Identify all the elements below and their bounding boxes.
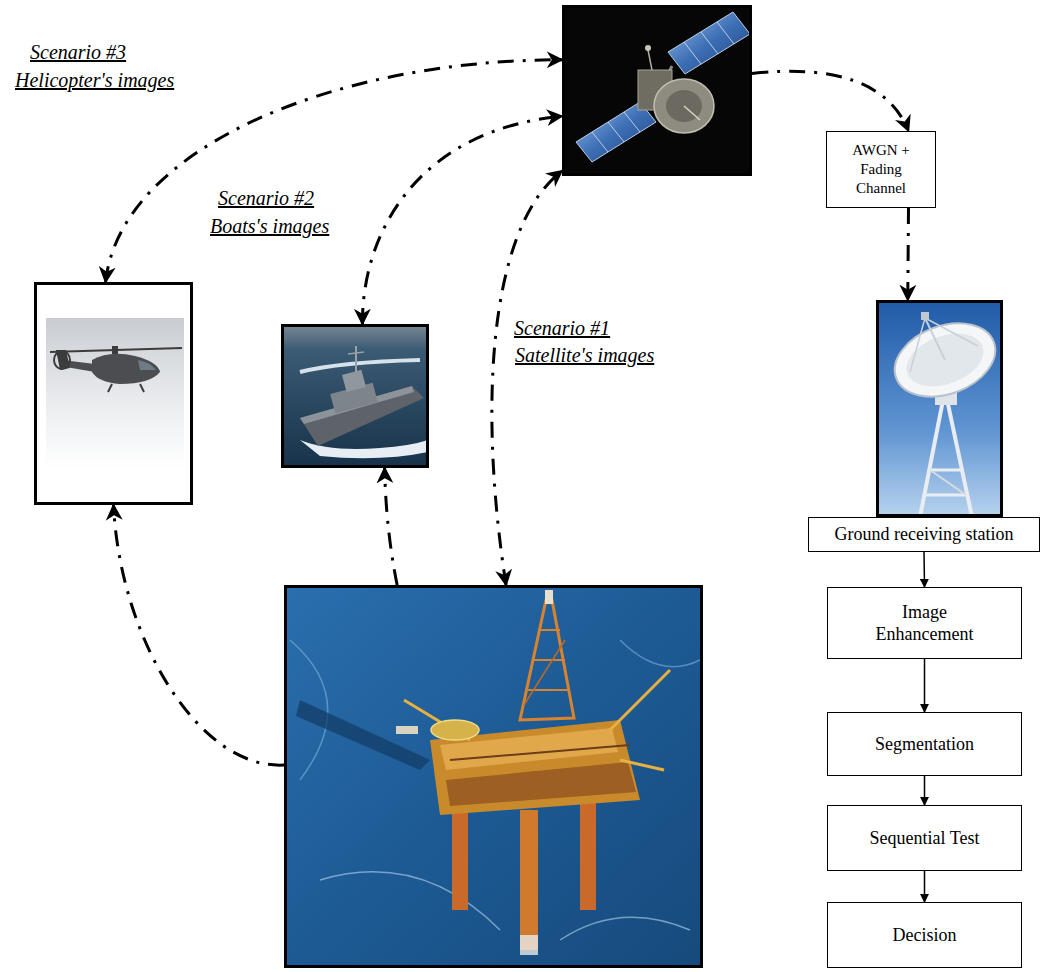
helicopter-illustration-part xyxy=(92,354,160,384)
boat-illustration xyxy=(281,324,429,468)
oil-rig-illustration-part xyxy=(396,726,418,734)
oil-rig-illustration-part xyxy=(524,640,565,705)
box-text: AWGN + Fading Channel xyxy=(835,141,927,197)
oil-rig-illustration xyxy=(284,585,703,968)
dash-dot-arrow xyxy=(114,505,285,765)
scenario-label: Scenario #3 xyxy=(30,40,126,64)
process-box: Segmentation xyxy=(827,712,1022,776)
helicopter-illustration-part xyxy=(138,360,156,370)
satellite-illustration xyxy=(562,5,752,176)
oil-rig-image xyxy=(284,585,703,968)
dish-illustration-part xyxy=(925,318,978,346)
channel-box: AWGN + Fading Channel xyxy=(826,131,936,208)
scenario-label: Boats's images xyxy=(210,214,329,238)
helicopter-illustration-part xyxy=(140,384,144,392)
dish-image xyxy=(876,300,1003,517)
satellite-illustration-part xyxy=(654,79,714,133)
oil-rig-illustration-part xyxy=(431,720,479,740)
helicopter-illustration xyxy=(34,282,193,505)
dish-illustration-part xyxy=(930,470,966,495)
boat-illustration-part xyxy=(348,352,364,354)
oil-rig-illustration-part xyxy=(545,590,553,604)
helicopter-illustration-part xyxy=(108,384,112,392)
process-box: Sequential Test xyxy=(827,805,1022,871)
dash-dot-arrow xyxy=(752,71,909,131)
oil-rig-illustration-part xyxy=(452,800,468,910)
oil-rig-illustration-part xyxy=(560,917,690,940)
dash-dot-arrow xyxy=(106,60,562,282)
process-box: Image Enhancement xyxy=(827,587,1022,659)
scenario-label: Satellite's images xyxy=(515,343,654,367)
flow-arrow xyxy=(924,659,926,712)
dish-illustration-part xyxy=(920,390,945,517)
dash-dot-arrow xyxy=(906,208,910,300)
flow-arrow xyxy=(923,552,925,587)
oil-rig-illustration-part xyxy=(620,760,664,770)
satellite-illustration-part xyxy=(608,122,624,142)
dish-illustration-part xyxy=(921,312,929,320)
scenario-label: Scenario #1 xyxy=(514,316,610,340)
dish-illustration xyxy=(876,300,1005,517)
dish-illustration-part xyxy=(910,318,925,372)
boat-image xyxy=(281,324,429,468)
satellite-illustration-part xyxy=(648,50,652,70)
dash-dot-arrow xyxy=(385,468,398,585)
helicopter-illustration-part xyxy=(112,346,118,354)
satellite-illustration-part xyxy=(592,132,608,152)
oil-rig-illustration-part xyxy=(520,600,574,720)
boat-illustration-part xyxy=(342,370,366,393)
oil-rig-illustration-part xyxy=(580,800,596,910)
scenario-label: Scenario #2 xyxy=(218,186,314,210)
satellite-illustration-part xyxy=(666,90,702,122)
oil-rig-illustration-part xyxy=(610,670,670,730)
scenario-label: Helicopter's images xyxy=(15,68,174,92)
oil-rig-illustration-part xyxy=(450,745,630,760)
dish-illustration-part xyxy=(945,390,972,517)
satellite-illustration-part xyxy=(684,106,700,120)
oil-rig-illustration-part xyxy=(520,935,538,955)
oil-rig-illustration-part xyxy=(446,762,636,806)
helicopter-illustration-part xyxy=(54,351,70,369)
oil-rig-illustration-part xyxy=(320,872,500,930)
oil-rig-illustration-part xyxy=(620,640,700,667)
helicopter-image xyxy=(34,282,193,505)
oil-rig-illustration-part xyxy=(540,629,560,631)
box-text: Ground receiving station xyxy=(835,523,1014,546)
dash-dot-arrow xyxy=(362,116,562,324)
boat-illustration-part xyxy=(281,324,429,468)
helicopter-illustration-part xyxy=(34,282,193,505)
dish-illustration-part xyxy=(885,310,1006,409)
satellite-illustration-part xyxy=(668,12,750,74)
boat-illustration-part xyxy=(355,346,357,372)
box-text: Decision xyxy=(893,924,957,947)
oil-rig-illustration-part xyxy=(284,585,703,968)
process-box: Decision xyxy=(827,902,1022,968)
oil-rig-illustration-part xyxy=(520,810,538,950)
dish-illustration-part xyxy=(928,469,964,472)
dish-illustration-part xyxy=(925,318,945,360)
oil-rig-illustration-part xyxy=(430,720,640,815)
satellite-illustration-part xyxy=(717,22,734,44)
box-text: Segmentation xyxy=(875,733,974,756)
satellite-illustration-part xyxy=(576,102,656,162)
oil-rig-illustration-part xyxy=(296,700,430,770)
station-box: Ground receiving station xyxy=(808,517,1040,552)
satellite-illustration-part xyxy=(624,112,640,132)
satellite-image xyxy=(562,5,752,176)
dish-illustration-part xyxy=(924,494,968,497)
box-text: Image Enhancement xyxy=(862,601,987,646)
flow-arrow xyxy=(924,776,926,805)
satellite-illustration-part xyxy=(562,5,752,176)
oil-rig-illustration-part xyxy=(534,659,565,661)
satellite-illustration-part xyxy=(645,45,651,51)
satellite-illustration-part xyxy=(701,32,718,54)
satellite-illustration-part xyxy=(684,42,701,64)
dash-dot-arrow xyxy=(492,171,562,585)
helicopter-illustration-part xyxy=(46,318,184,468)
flow-arrow xyxy=(924,871,926,902)
box-text: Sequential Test xyxy=(870,827,980,850)
